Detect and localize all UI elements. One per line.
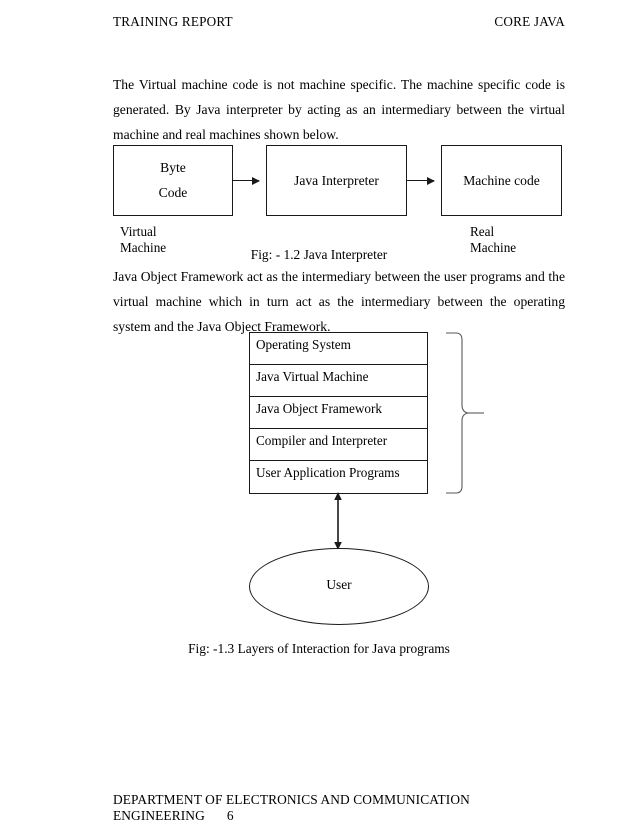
- layer-row-operating-system: Operating System: [250, 333, 427, 365]
- footer-department-text: DEPARTMENT OF ELECTRONICS AND COMMUNICAT…: [113, 792, 470, 823]
- page-header: TRAINING REPORT CORE JAVA: [113, 14, 565, 30]
- layer-row-java-virtual-machine: Java Virtual Machine: [250, 365, 427, 397]
- paragraph-1-line-2: By Java interpreter by acting as an inte…: [113, 102, 565, 142]
- curly-brace-icon: [446, 332, 484, 494]
- paragraph-2-line-2: machine which in turn act as the interme…: [113, 294, 565, 334]
- user-ellipse: User: [249, 548, 429, 625]
- layer-row-user-application-programs: User Application Programs: [256, 465, 400, 480]
- label-real-machine: Real Machine: [470, 224, 517, 255]
- paragraph-virtual-machine-code: The Virtual machine code is not machine …: [113, 72, 565, 147]
- header-left-text: TRAINING REPORT: [113, 14, 233, 29]
- diagram-box-machine-code: Machine code: [441, 145, 562, 216]
- figure-1-2-caption: Fig: - 1.2 Java Interpreter: [250, 247, 388, 262]
- diagram-box-byte-code: Byte Code: [113, 145, 233, 216]
- paragraph-java-object-framework: Java Object Framework act as the interme…: [113, 264, 565, 339]
- double-arrow-vertical-icon: [334, 492, 342, 550]
- footer-page-number: 6: [226, 808, 234, 823]
- layer-row-compiler-and-interpreter: Compiler and Interpreter: [250, 429, 427, 461]
- page-footer: DEPARTMENT OF ELECTRONICS AND COMMUNICAT…: [113, 792, 573, 824]
- paragraph-2-line-3: Object Framework.: [224, 319, 331, 334]
- arrow-right-icon-interpreter-to-machine: [407, 176, 435, 185]
- figure-1-3-caption: Fig: -1.3 Layers of Interaction for Java…: [188, 641, 450, 656]
- layer-stack: Operating System Java Virtual Machine Ja…: [249, 332, 428, 494]
- box-machine-code-label: Machine code: [463, 173, 540, 188]
- header-right-text: CORE JAVA: [494, 14, 565, 29]
- layer-row-java-object-framework: Java Object Framework: [250, 397, 427, 429]
- box-java-interpreter-label: Java Interpreter: [294, 173, 379, 188]
- label-virtual-machine: Virtual Machine: [120, 224, 167, 255]
- user-ellipse-label: User: [326, 577, 352, 592]
- diagram-box-java-interpreter: Java Interpreter: [266, 145, 407, 216]
- arrow-right-icon-byte-to-interpreter: [233, 176, 260, 185]
- box-byte-code-line-2: Code: [158, 185, 188, 200]
- paragraph-1-line-3: machines shown below.: [209, 127, 339, 142]
- box-byte-code-line-1: Byte: [160, 160, 186, 175]
- paragraph-1-line-1: The Virtual machine code is not machine …: [113, 77, 565, 117]
- paragraph-2-line-1: Java Object Framework act as the interme…: [113, 269, 565, 309]
